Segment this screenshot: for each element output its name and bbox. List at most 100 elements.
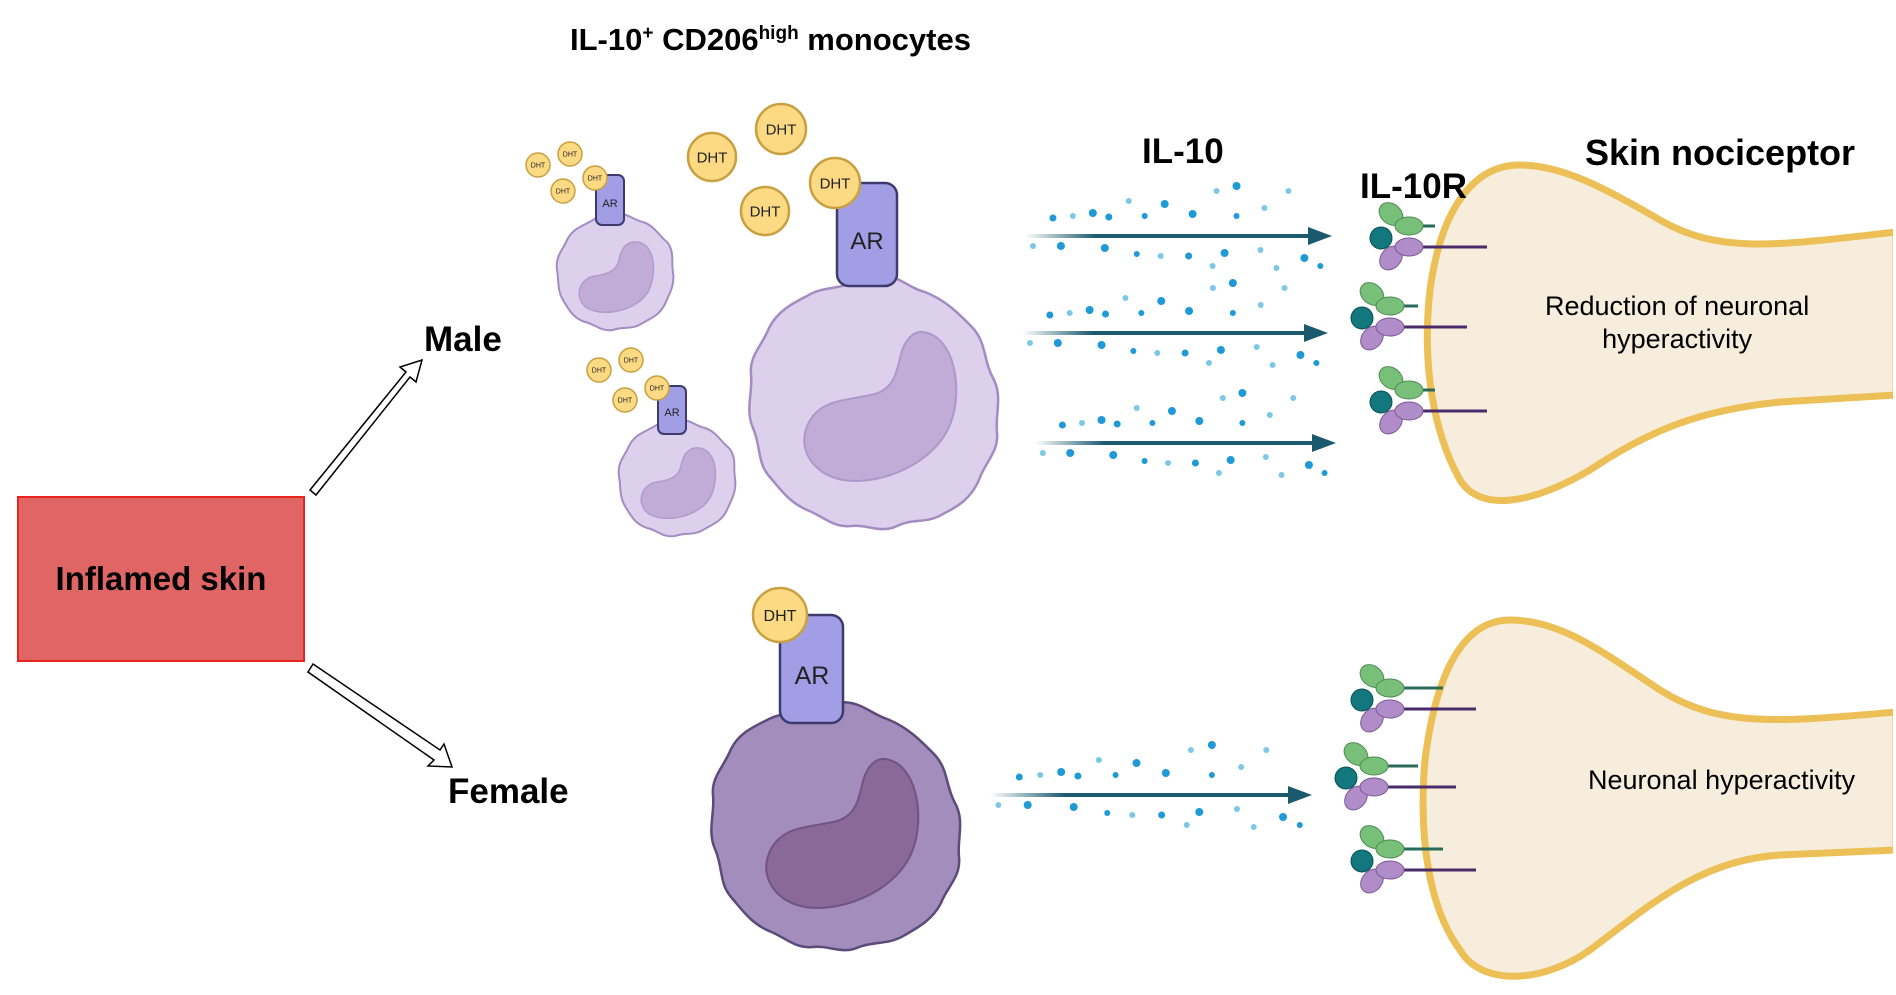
il10-molecule <box>1219 395 1226 401</box>
il10-molecule <box>1207 741 1216 749</box>
male-outcome-line1: Reduction of neuronal <box>1545 291 1810 321</box>
il10-molecule <box>1133 251 1140 257</box>
il10-molecule <box>1321 470 1328 476</box>
il10-molecule <box>1229 310 1236 316</box>
il10-molecule <box>1183 822 1190 828</box>
dht-label: DHT <box>750 203 781 220</box>
il10-molecule <box>1195 808 1204 816</box>
il10-molecule <box>1226 456 1235 464</box>
il10-molecule <box>1132 759 1141 767</box>
il10-molecule <box>1053 339 1062 347</box>
il10-molecule <box>995 802 1002 808</box>
il10-molecule <box>1238 764 1245 770</box>
il10-molecule <box>1057 768 1066 776</box>
il10r-label: IL-10R <box>1360 167 1467 206</box>
il10-molecule <box>1215 470 1222 476</box>
il10-molecule <box>1261 205 1268 211</box>
il10-molecule <box>1238 389 1247 397</box>
nociceptor-female <box>1419 616 1896 980</box>
il10-bound-ligand <box>1369 226 1393 250</box>
il10-molecule <box>1037 772 1044 778</box>
il10-molecule <box>1102 310 1110 318</box>
figure-title: IL-10+ CD206high monocytes <box>570 22 971 57</box>
il10-bound-ligand <box>1334 766 1358 790</box>
il10-molecule <box>1290 395 1297 401</box>
il10-molecule <box>1317 263 1324 269</box>
dht-molecule: DHT <box>686 131 738 183</box>
il10-molecule <box>1187 747 1194 753</box>
il10-molecule <box>1205 360 1212 366</box>
dht-molecule: DHT <box>525 152 551 178</box>
il10-molecule <box>1058 421 1066 429</box>
nociceptor-male <box>1423 161 1896 504</box>
inflamed-skin-label: Inflamed skin <box>55 560 267 597</box>
il10-molecule <box>1232 182 1241 190</box>
il10-molecule <box>1233 213 1240 219</box>
il10-secretion-arrow <box>1025 182 1332 271</box>
male-outcome-line2: hyperactivity <box>1602 324 1753 354</box>
il10-molecule <box>1069 803 1078 811</box>
il10-molecule <box>1239 420 1246 426</box>
il10-molecule <box>1257 302 1264 308</box>
monocyte-male-small-2 <box>617 418 737 538</box>
ar-receptor-large: AR <box>835 181 899 288</box>
il10-molecule <box>1122 295 1129 301</box>
il10-molecule <box>1026 340 1033 346</box>
il10-molecule <box>1313 360 1320 366</box>
il10-molecule <box>1097 341 1106 349</box>
il10-molecule <box>1209 285 1216 291</box>
il10-molecule <box>1220 249 1229 257</box>
il10-molecule <box>1029 243 1036 249</box>
il10-molecule <box>1296 351 1305 359</box>
skin-nociceptor-label: Skin nociceptor <box>1585 132 1856 173</box>
il10-molecule <box>1167 407 1176 415</box>
il10-molecule <box>1097 416 1106 424</box>
il10-molecule <box>1257 247 1264 253</box>
il10-molecule <box>1233 806 1240 812</box>
il10-molecule <box>1208 772 1215 778</box>
il10-molecule <box>1105 213 1113 221</box>
il10-molecule <box>1216 346 1225 354</box>
il10-molecule <box>1161 769 1170 777</box>
il10-molecule <box>1023 801 1032 809</box>
il10-molecule <box>1138 310 1145 316</box>
dht-label: DHT <box>556 189 571 196</box>
il10-molecule <box>1160 200 1169 208</box>
il10-bound-ligand <box>1350 849 1374 873</box>
il10-molecule <box>1141 213 1148 219</box>
il10-molecule <box>1069 213 1076 219</box>
male-label: Male <box>424 320 502 359</box>
il10-molecule <box>1266 412 1273 418</box>
inflamed-skin-box: Inflamed skin <box>17 496 305 662</box>
il10-molecule <box>1300 254 1309 262</box>
il10-molecule <box>1263 747 1270 753</box>
il10-molecule <box>1015 773 1023 781</box>
il10-molecule <box>1085 306 1094 314</box>
il10-molecule <box>1213 188 1220 194</box>
dht-molecule: DHT <box>618 347 644 373</box>
dht-molecule: DHT <box>557 141 583 167</box>
il10r-receptor <box>1350 825 1476 894</box>
il10r-receptor <box>1369 366 1487 435</box>
il10-molecule <box>1088 209 1097 217</box>
il10-molecule <box>1273 265 1280 271</box>
dht-molecule: DHT <box>739 185 791 237</box>
female-label: Female <box>448 772 569 811</box>
arrow-to-female <box>306 662 454 768</box>
il10-bound-ligand <box>1350 688 1374 712</box>
dht-label: DHT <box>624 358 639 365</box>
il10-molecule <box>1250 824 1257 830</box>
il10-molecule <box>1157 297 1166 305</box>
il10-molecule <box>1262 454 1269 460</box>
monocyte-female <box>710 701 962 952</box>
il10-molecule <box>1304 461 1313 469</box>
il10-molecule <box>1149 420 1156 426</box>
il10-molecule <box>1056 242 1065 250</box>
il10-secretion-arrow <box>990 741 1312 830</box>
dht-molecule: DHT <box>751 586 809 644</box>
dht-molecule: DHT <box>586 357 612 383</box>
il10r-receptor <box>1350 282 1467 351</box>
il10-molecule <box>1185 307 1194 315</box>
ar-label: AR <box>795 662 830 690</box>
il10-molecule <box>1188 210 1197 218</box>
